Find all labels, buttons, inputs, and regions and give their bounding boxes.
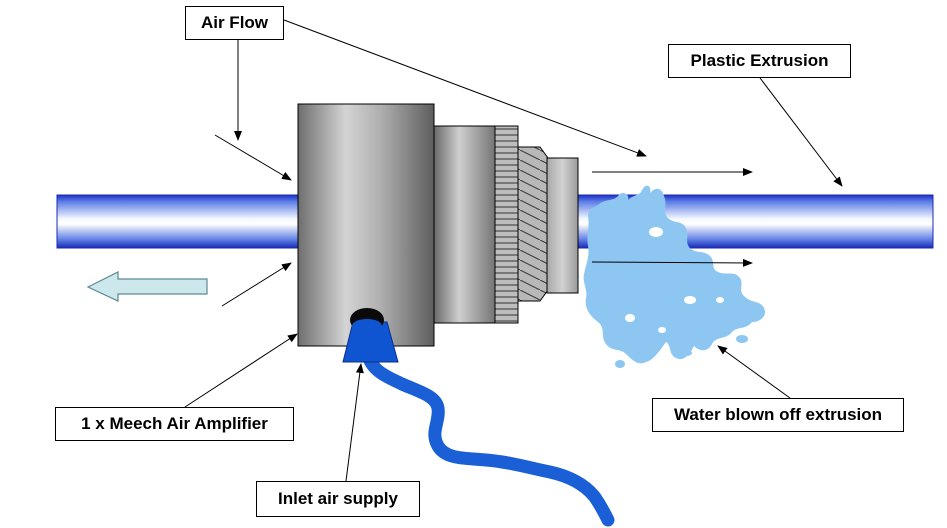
airflow-arrow: [214, 134, 292, 181]
locking-nut: [546, 157, 579, 294]
air-flow-label: Air Flow: [185, 6, 284, 40]
water-droplet: [682, 350, 692, 356]
air-amplifier-body: [297, 103, 435, 347]
amplifier-collar: [433, 125, 498, 324]
water-blown-label: Water blown off extrusion: [652, 398, 904, 432]
threaded-section: [517, 146, 549, 302]
air-amplifier-label: 1 x Meech Air Amplifier: [55, 407, 294, 441]
air-flow-leader: [283, 19, 647, 157]
inlet-port-rim: [352, 319, 382, 333]
water-droplet: [736, 335, 748, 343]
air-amplifier-leader: [184, 333, 298, 408]
water-droplet: [703, 317, 711, 323]
water-leader: [717, 345, 791, 399]
extrusion-direction-arrow: [86, 271, 208, 302]
water-droplet: [615, 360, 625, 368]
water-splash-holes: [625, 227, 724, 333]
plastic-extrusion-tube-left: [56, 194, 303, 249]
plastic-extrusion-leader: [759, 77, 843, 187]
airflow-arrow: [591, 258, 753, 267]
inlet-air-hose: [361, 348, 615, 527]
inlet-air-label: Inlet air supply: [256, 481, 420, 517]
inlet-air-leader: [345, 363, 364, 482]
knurled-ring: [494, 125, 519, 324]
airflow-arrow: [221, 262, 292, 307]
plastic-extrusion-label: Plastic Extrusion: [668, 44, 851, 78]
water-droplet: [718, 324, 728, 332]
